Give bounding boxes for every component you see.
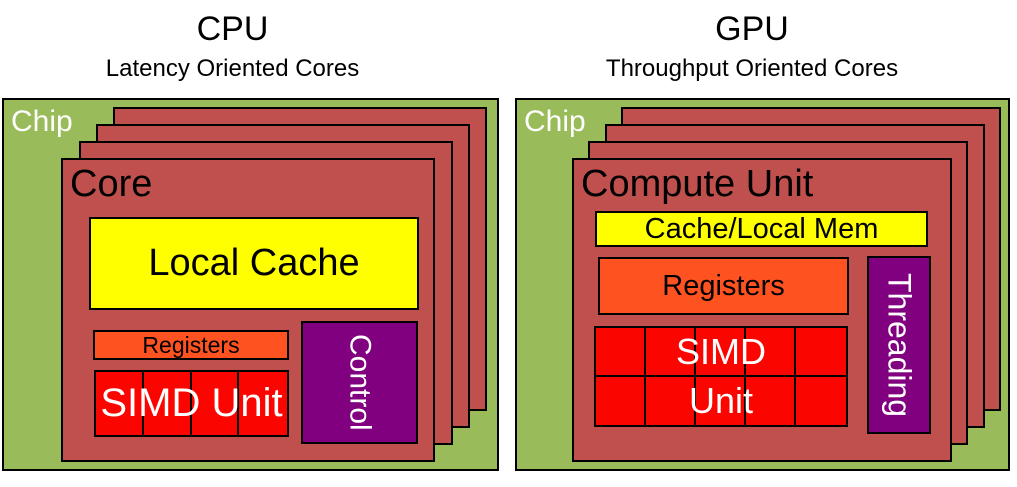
gpu-compute-unit-layer-front: Compute Unit Cache/Local Mem Registers S… [572,158,952,462]
gpu-simd-grid [596,328,846,425]
gpu-simd-unit-label: SIMD Unit [596,328,846,425]
cpu-core-layer-front: Core Local Cache Registers SIMD Unit Con… [61,158,435,462]
gpu-simd-unit-box: SIMD Unit [594,326,848,427]
cpu-local-cache-box: Local Cache [89,217,419,310]
gpu-chip-box: Chip Compute Unit Cache/Local Mem Regist… [515,98,1010,471]
cpu-chip-box: Chip Core Local Cache Registers SIMD Uni… [2,98,499,471]
simd-lane-cell [746,376,796,425]
gpu-cache-local-mem-label: Cache/Local Mem [644,212,879,245]
simd-lane-cell [796,328,846,377]
gpu-title: GPU [715,10,789,48]
simd-lane-cell [646,328,696,377]
simd-lane-cell [596,328,646,377]
gpu-header: GPU Throughput Oriented Cores [513,8,991,84]
simd-lane-cell [96,372,144,435]
simd-lane-cell [696,328,746,377]
cpu-header: CPU Latency Oriented Cores [0,8,465,84]
simd-lane-cell [192,372,240,435]
gpu-threading-box: Threading [867,256,931,434]
gpu-simd-label-line1: SIMD [676,331,766,373]
cpu-title: CPU [196,10,269,48]
cpu-core-label: Core [70,163,153,205]
cpu-registers-box: Registers [93,330,289,360]
gpu-chip-label: Chip [524,105,586,138]
cpu-control-label: Control [343,334,377,431]
gpu-simd-label-line2: Unit [688,379,754,421]
gpu-threading-label: Threading [881,272,918,418]
cpu-simd-unit-box: SIMD Unit [94,370,289,437]
cpu-simd-grid [96,372,287,435]
simd-lane-cell [746,328,796,377]
gpu-cache-local-mem-box: Cache/Local Mem [595,211,928,247]
gpu-subtitle: Throughput Oriented Cores [605,55,899,82]
cpu-subtitle: Latency Oriented Cores [105,55,360,82]
cpu-local-cache-label: Local Cache [148,242,360,284]
cpu-simd-unit-label: SIMD Unit [100,381,283,425]
gpu-registers-label: Registers [662,269,785,302]
simd-lane-cell [646,376,696,425]
simd-lane-cell [696,376,746,425]
cpu-registers-label: Registers [142,331,240,358]
gpu-registers-box: Registers [598,257,849,315]
cpu-control-box: Control [301,321,418,444]
cpu-chip-label: Chip [11,105,73,138]
simd-lane-cell [596,376,646,425]
simd-lane-cell [144,372,192,435]
gpu-compute-unit-label: Compute Unit [581,163,814,205]
